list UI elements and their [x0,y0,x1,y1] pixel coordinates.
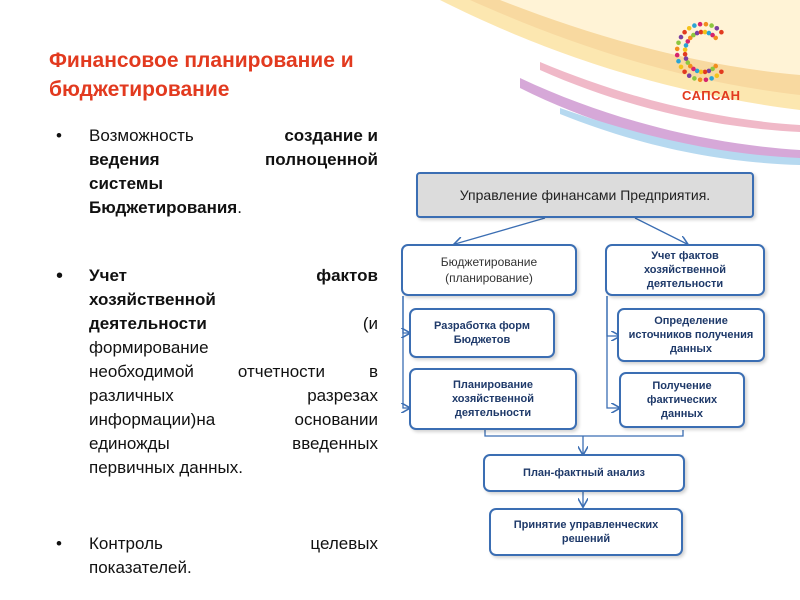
title-line-1: Финансовое планирование и [49,49,354,72]
header-swoosh-decoration [440,0,800,165]
logo-text: САПСАН [682,88,741,103]
box-finance-management-label: Управление финансами Предприятия. [459,186,711,203]
bullet-item-2: • Учет фактов хозяйственной деятельности… [52,264,378,480]
box-plan-fact-analysis: План-фактный анализ [483,454,685,492]
diagram-connectors [395,217,775,568]
bullet-2-line-9: первичных данных. [89,458,243,477]
bullet-3-line-1: Контроль целевых [89,534,378,553]
box-activity-planning-label: Планирование хозяйственной деятельности [451,379,535,419]
bullet-item-1: • Возможность создание и ведения полноце… [52,124,378,220]
box-management-decisions: Принятие управленческих решений [489,508,683,556]
box-budget-forms: Разработка форм Бюджетов [409,308,555,358]
bullet-1-line-2: ведения полноценной [89,150,378,169]
box-accounting-label: Учет фактов хозяйственной деятельности [643,250,727,290]
box-budgeting: Бюджетирование (планирование) [401,244,577,296]
bullet-2-line-6: различных разрезах [89,386,378,405]
box-accounting: Учет фактов хозяйственной деятельности [605,244,765,296]
bullet-marker: • [56,534,62,553]
bullet-1-line-3: системы [89,174,164,193]
bullet-2-line-4: формирование [89,338,209,357]
box-data-sources: Определение источников получения данных [617,308,765,362]
box-management-decisions-label: Принятие управленческих решений [513,519,659,545]
bullet-item-3: • Контроль целевых показателей. [52,532,378,580]
bullet-2-line-5: необходимой отчетности в [89,362,378,381]
bullet-1-line-4: Бюджетирования [89,198,238,217]
box-budget-forms-label: Разработка форм Бюджетов [434,320,530,346]
bullet-1-period: . [237,198,242,217]
page-title: Финансовое планирование и бюджетирование [49,46,469,104]
bullet-2-line-7: информации)на основании [89,410,378,429]
bullet-marker: • [56,265,64,287]
box-activity-planning: Планирование хозяйственной деятельности [409,368,577,430]
bullet-2-line-2: хозяйственной [89,290,216,309]
bullet-3-line-2: показателей. [89,558,192,577]
bullet-1-text-b: создание и [284,126,378,145]
bullet-1-text-a: Возможность [89,126,194,145]
box-plan-fact-analysis-label: План-фактный анализ [523,467,645,479]
box-data-sources-label: Определение источников получения данных [628,315,754,355]
box-budgeting-label: Бюджетирование (планирование) [440,255,538,285]
sapsan-dot-logo-icon [674,21,724,83]
box-finance-management: Управление финансами Предприятия. [416,172,754,218]
bullet-marker: • [56,126,62,145]
box-actual-data-label: Получение фактических данных [646,380,718,420]
bullet-2-line-3b: (и [362,314,378,333]
bullet-2-line-3a: деятельности [89,314,207,333]
flow-diagram: Управление финансами Предприятия. Бюджет… [395,168,775,568]
title-line-2: бюджетирование [49,78,230,101]
box-actual-data: Получение фактических данных [619,372,745,428]
bullet-2-line-1: Учет фактов [89,266,378,285]
bullet-2-line-8: единожды введенных [89,434,378,453]
